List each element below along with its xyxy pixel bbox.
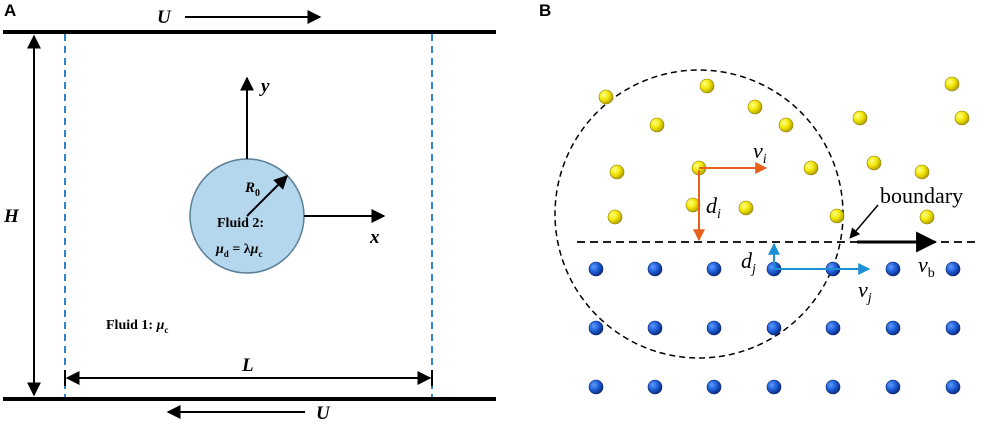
wall-particle: [766, 379, 782, 395]
fluid-particle: [829, 208, 845, 224]
fluid-particle: [803, 160, 819, 176]
fluid-particles: [598, 76, 970, 225]
bottom-velocity-label: U: [316, 403, 331, 424]
wall-particle: [885, 320, 901, 336]
panel-b-letter: B: [539, 1, 551, 20]
radius-label: R0: [244, 180, 260, 199]
fluid-particle: [649, 117, 665, 133]
fluid-particle: [954, 110, 970, 126]
wall-particle: [885, 261, 901, 277]
fluid2-viscosity: μd = λμc: [215, 242, 262, 259]
d-i-label: di: [706, 193, 721, 222]
wall-particle: [706, 379, 722, 395]
wall-particle: [588, 320, 604, 336]
wall-particle: [647, 320, 663, 336]
wall-particle: [945, 261, 961, 277]
fluid1-label: Fluid 1: μc: [106, 318, 168, 335]
panel-a-letter: A: [4, 1, 16, 20]
wall-particle: [706, 261, 722, 277]
wall-particle: [588, 261, 604, 277]
v-i-label: vi: [753, 138, 767, 167]
panel-a: A U U H L y x R0 Fluid 2: μd = λμc: [3, 1, 496, 424]
boundary-label: boundary: [880, 183, 963, 208]
wall-particle: [885, 379, 901, 395]
wall-particle: [825, 320, 841, 336]
boundary-pointer: [849, 204, 879, 239]
wall-particles: [588, 261, 961, 395]
fluid-particle: [944, 76, 960, 92]
fluid-particle: [699, 78, 715, 94]
wall-particle: [825, 379, 841, 395]
wall-particle: [766, 320, 782, 336]
wall-particle: [945, 379, 961, 395]
fluid-particle: [738, 200, 754, 216]
fluid-particle: [598, 89, 614, 105]
v-j-label: vj: [858, 277, 872, 306]
fluid-particle: [685, 197, 701, 213]
y-axis-label: y: [259, 76, 270, 97]
fluid-particle: [866, 155, 882, 171]
fluid-particle: [914, 164, 930, 180]
d-j-label: dj: [741, 248, 756, 277]
length-label: L: [241, 355, 254, 376]
wall-particle: [945, 320, 961, 336]
wall-particle: [588, 379, 604, 395]
fluid2-title: Fluid 2:: [217, 216, 264, 231]
x-axis-label: x: [369, 227, 380, 248]
wall-particle: [647, 379, 663, 395]
top-velocity-label: U: [157, 7, 172, 28]
wall-particle: [706, 320, 722, 336]
fluid-particle: [607, 209, 623, 225]
fluid-particle: [852, 110, 868, 126]
panel-b: B boundary vb vi di dj vj: [539, 1, 976, 395]
height-label: H: [3, 206, 20, 227]
fluid-particle: [778, 117, 794, 133]
radius-arrow: [246, 175, 288, 217]
fluid-particle: [747, 99, 763, 115]
wall-particle: [647, 261, 663, 277]
fluid-particle: [609, 164, 625, 180]
fluid-particle: [919, 209, 935, 225]
boundary-velocity-label: vb: [918, 252, 935, 281]
